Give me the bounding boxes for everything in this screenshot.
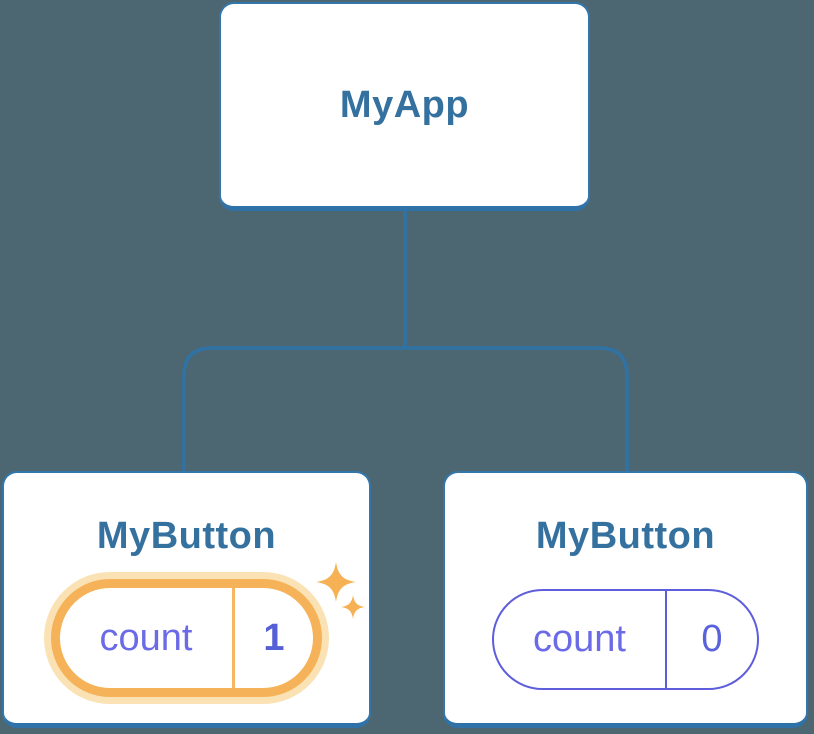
state-key-label: count [99, 616, 193, 659]
state-value: 0 [701, 618, 723, 660]
button-node-label: MyButton [96, 515, 277, 557]
pill-divider [665, 591, 667, 688]
button-node-label: MyButton [535, 515, 716, 557]
app-node: MyApp [219, 2, 590, 211]
app-node-label: MyApp [339, 84, 470, 126]
button-node-plain: MyButton count 0 [443, 471, 808, 728]
state-pill-plain: count 0 [492, 589, 759, 690]
state-key-label: count [533, 618, 626, 660]
pill-divider [232, 588, 235, 688]
state-pill-highlighted: count 1 [51, 579, 322, 697]
button-node-highlighted: MyButton count 1 [2, 471, 371, 728]
state-value: 1 [263, 616, 285, 659]
